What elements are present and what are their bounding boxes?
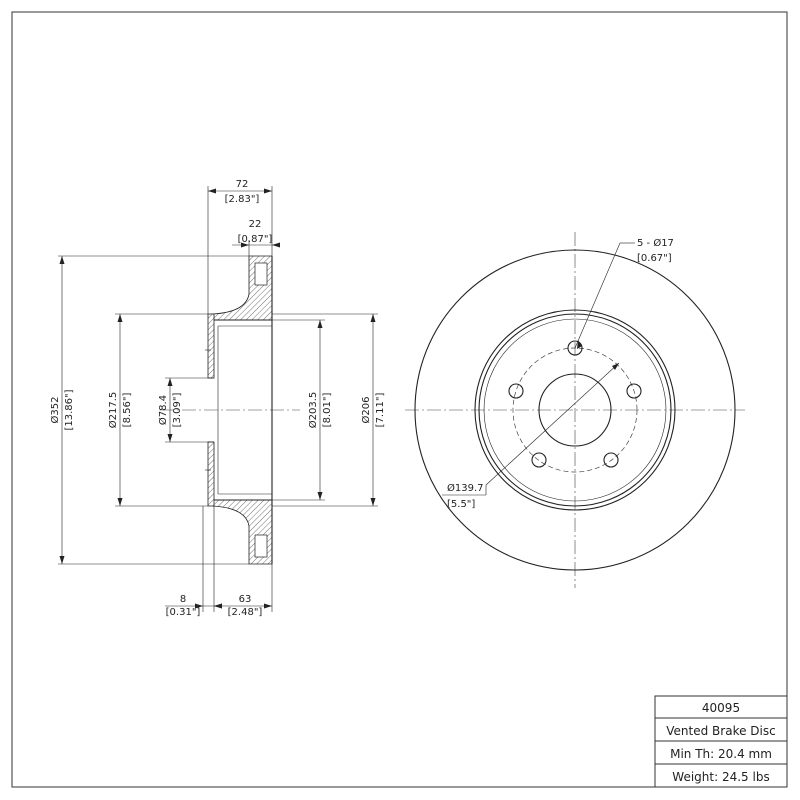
dim-outer-diameter-in: [13.86"] bbox=[64, 389, 75, 430]
callout-bolt-circle-in: [5.5"] bbox=[447, 499, 475, 510]
part-description: Vented Brake Disc bbox=[666, 724, 775, 738]
callout-bolt-holes: 5 - Ø17 bbox=[637, 237, 674, 249]
dim-hat-depth-in: [2.48"] bbox=[228, 607, 263, 618]
hat-outer-edge bbox=[478, 313, 672, 507]
drawing-frame bbox=[11, 11, 788, 788]
dim-center-bore-in: [3.09"] bbox=[172, 393, 183, 428]
dim-center-bore: Ø78.4 bbox=[157, 395, 169, 425]
bolt-hole bbox=[603, 452, 619, 468]
dim-rotor-thickness-in: [0.87"] bbox=[238, 234, 273, 245]
upper-vent-cavity bbox=[254, 262, 268, 286]
bolt-hole bbox=[531, 452, 547, 468]
lower-vent-cavity bbox=[254, 534, 268, 558]
title-block: 40095 Vented Brake Disc Min Th: 20.4 mm … bbox=[654, 695, 788, 788]
hat-inner-edge bbox=[483, 318, 667, 502]
hat-face-upper bbox=[207, 313, 215, 379]
hat-face-lower bbox=[207, 441, 215, 507]
bolt-hole bbox=[567, 340, 583, 356]
friction-inner-edge bbox=[474, 309, 676, 511]
dim-hat-diameter-in: [8.56"] bbox=[122, 393, 133, 428]
side-section-view: 72 [2.83"] 22 [0.87"] 8 [0.31"] 63 [2.48… bbox=[49, 179, 386, 618]
callout-bolt-circle: Ø139.7 bbox=[447, 482, 484, 494]
min-thickness: Min Th: 20.4 mm bbox=[670, 747, 772, 761]
dim-overall-width: 72 bbox=[236, 179, 249, 190]
dim-hat-diameter: Ø217.5 bbox=[107, 392, 119, 429]
dim-outer-diameter: Ø352 bbox=[49, 397, 61, 424]
dim-hat-face: 8 bbox=[180, 594, 186, 605]
callout-bolt-holes-in: [0.67"] bbox=[637, 253, 672, 264]
dim-hat-inner-diameter-in: [7.11"] bbox=[375, 393, 386, 428]
center-bore bbox=[538, 373, 612, 447]
dim-inner-diameter: Ø203.5 bbox=[307, 392, 319, 429]
part-number: 40095 bbox=[702, 701, 740, 715]
bolt-hole bbox=[626, 383, 642, 399]
dim-inner-diameter-in: [8.01"] bbox=[322, 393, 333, 428]
dim-rotor-thickness: 22 bbox=[249, 219, 262, 230]
dim-hat-depth: 63 bbox=[239, 594, 252, 605]
front-view: 5 - Ø17 [0.67"] Ø139.7 [5.5"] bbox=[405, 232, 745, 588]
rotor-outer-edge bbox=[414, 249, 736, 571]
bolt-hole bbox=[508, 383, 524, 399]
dim-overall-width-in: [2.83"] bbox=[225, 194, 260, 205]
weight: Weight: 24.5 lbs bbox=[672, 770, 769, 784]
dim-hat-inner-diameter: Ø206 bbox=[360, 397, 372, 424]
dim-hat-face-in: [0.31"] bbox=[166, 607, 201, 618]
